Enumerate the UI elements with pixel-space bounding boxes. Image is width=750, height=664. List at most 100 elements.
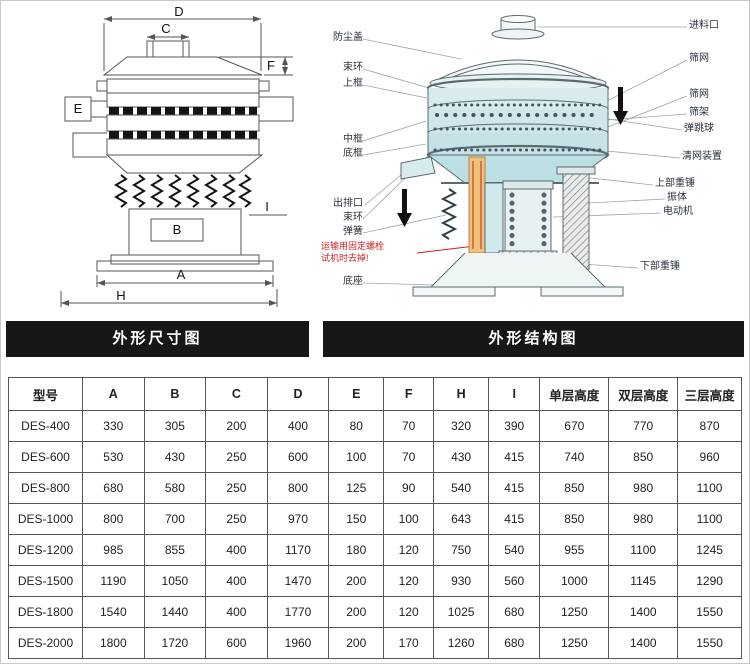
value-cell: 800	[266, 472, 330, 504]
label-upper-frame: 上框	[343, 78, 363, 89]
label-middle-frame: 中框	[343, 134, 363, 145]
value-cell: 1170	[266, 534, 330, 566]
column-header: D	[266, 377, 330, 411]
value-cell: 180	[328, 534, 385, 566]
value-cell: 200	[328, 565, 385, 597]
column-header: E	[328, 377, 385, 411]
value-cell: 305	[143, 410, 207, 442]
value-cell: 600	[266, 441, 330, 473]
column-header: H	[433, 377, 490, 411]
value-cell: 70	[383, 441, 435, 473]
structure-drawing	[362, 15, 688, 297]
value-cell: 1550	[677, 596, 742, 628]
value-cell: 1550	[677, 627, 742, 659]
value-cell: 320	[433, 410, 490, 442]
warning-leader-line	[416, 245, 476, 254]
value-cell: 580	[143, 472, 207, 504]
value-cell: 850	[539, 472, 610, 504]
value-cell: 960	[677, 441, 742, 473]
section-banners: 外形尺寸图 外形结构图	[1, 317, 749, 357]
value-cell: 680	[488, 627, 541, 659]
value-cell: 250	[205, 503, 268, 535]
label-spring: 弹簧	[343, 226, 363, 237]
value-cell: 770	[608, 410, 679, 442]
dimension-diagram: D C F E B A H I	[9, 3, 314, 320]
column-header: C	[205, 377, 268, 411]
column-header: I	[488, 377, 541, 411]
value-cell: 1000	[539, 565, 610, 597]
sieve-machine	[397, 15, 628, 297]
dim-label-F: F	[267, 58, 275, 73]
value-cell: 870	[677, 410, 742, 442]
value-cell: 250	[205, 441, 268, 473]
value-cell: 400	[205, 596, 268, 628]
column-header: F	[383, 377, 435, 411]
value-cell: 740	[539, 441, 610, 473]
column-header: 三层高度	[677, 377, 742, 411]
value-cell: 980	[608, 472, 679, 504]
dimensions-banner: 外形尺寸图	[6, 321, 309, 357]
value-cell: 955	[539, 534, 610, 566]
value-cell: 980	[608, 503, 679, 535]
value-cell: 70	[383, 410, 435, 442]
label-base: 底座	[343, 276, 363, 287]
value-cell: 200	[328, 627, 385, 659]
label-clamp-ring-bottom: 束环	[343, 212, 363, 223]
diagram-area: D C F E B A H I	[1, 1, 749, 317]
value-cell: 390	[488, 410, 541, 442]
structure-diagram: 防尘盖 束环 上框 中框 底框 出排口 束环 弹簧 底座 运输用固定螺栓 试机时…	[313, 3, 748, 316]
label-screen-mesh-2: 筛网	[689, 89, 709, 100]
value-cell: 1245	[677, 534, 742, 566]
model-cell: DES-1200	[7, 534, 84, 566]
value-cell: 1440	[143, 596, 207, 628]
label-bouncing-ball: 弹跳球	[684, 123, 714, 134]
value-cell: 250	[205, 472, 268, 504]
value-cell: 430	[143, 441, 207, 473]
value-cell: 1470	[266, 565, 330, 597]
value-cell: 540	[433, 472, 490, 504]
column-header: 双层高度	[608, 377, 679, 411]
label-cleaning-device: 清网装置	[682, 151, 722, 162]
dim-label-E: E	[74, 101, 83, 116]
value-cell: 930	[433, 565, 490, 597]
flow-arrows	[397, 87, 628, 227]
value-cell: 415	[488, 503, 541, 535]
dim-label-C: C	[161, 21, 170, 36]
structure-banner: 外形结构图	[323, 321, 744, 357]
label-dust-cover: 防尘盖	[333, 32, 363, 43]
column-header: 单层高度	[539, 377, 610, 411]
model-cell: DES-2000	[7, 627, 84, 659]
value-cell: 90	[383, 472, 435, 504]
label-screen-frame: 筛架	[689, 107, 709, 118]
value-cell: 100	[328, 441, 385, 473]
warning-line-1: 运输用固定螺栓	[321, 241, 385, 251]
value-cell: 643	[433, 503, 490, 535]
machine-outline	[60, 16, 294, 307]
label-screen-mesh-1: 筛网	[689, 53, 709, 64]
value-cell: 1145	[608, 565, 679, 597]
label-upper-weight: 上部重锤	[655, 178, 695, 189]
dim-label-H: H	[116, 288, 125, 303]
model-cell: DES-1000	[7, 503, 84, 535]
value-cell: 1100	[677, 503, 742, 535]
label-feed-inlet: 进料口	[689, 20, 719, 31]
value-cell: 855	[143, 534, 207, 566]
value-cell: 1260	[433, 627, 490, 659]
value-cell: 540	[488, 534, 541, 566]
value-cell: 530	[82, 441, 145, 473]
value-cell: 1800	[82, 627, 145, 659]
value-cell: 1540	[82, 596, 145, 628]
value-cell: 985	[82, 534, 145, 566]
value-cell: 150	[328, 503, 385, 535]
springs	[114, 174, 252, 208]
